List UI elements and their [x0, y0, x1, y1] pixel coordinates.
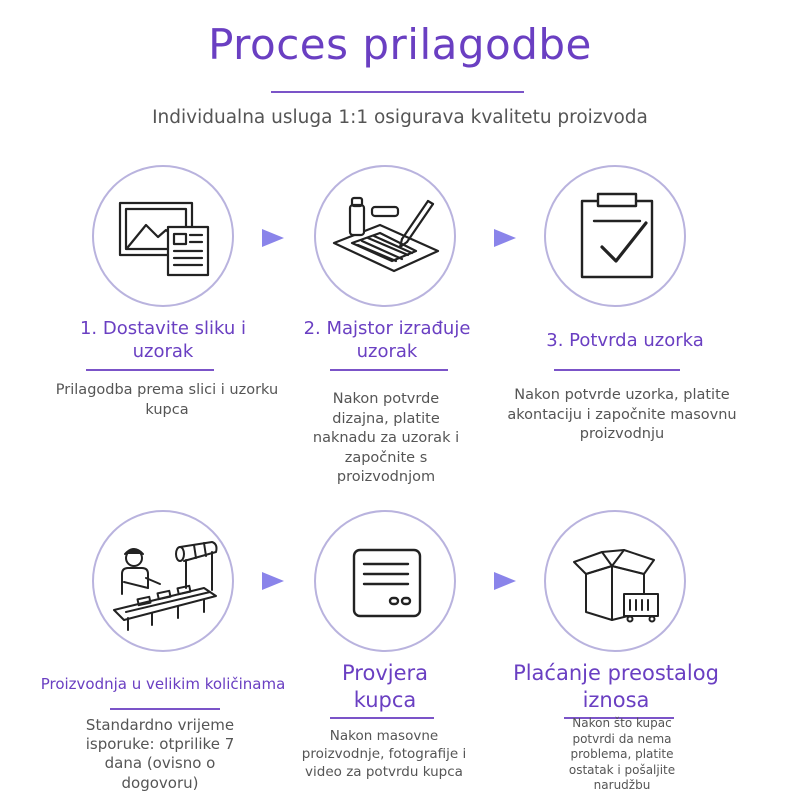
- arrow-5-6: [494, 572, 516, 590]
- arrow-4-5: [262, 572, 284, 590]
- step-2-description: Nakon potvrde dizajna, platite naknadu z…: [312, 391, 460, 486]
- step-4-circle: [92, 510, 234, 652]
- step-4-title: Proizvodnja u velikim količinama: [40, 675, 286, 693]
- step-4-title-underline: [110, 708, 220, 710]
- arrow-2-3: [494, 229, 516, 247]
- drafting-tools-icon: [332, 196, 440, 273]
- step-5-title: Provjera kupca: [342, 661, 428, 713]
- step-3-circle: [544, 165, 686, 307]
- step-1-circle: [92, 165, 234, 307]
- page-title: Proces prilagodbe: [208, 20, 592, 69]
- step-2-circle: [314, 165, 456, 307]
- open-box-icon: [573, 549, 659, 623]
- inspection-card-icon: [352, 548, 422, 618]
- step-1-title-underline: [86, 369, 214, 371]
- step-3-description: Nakon potvrde uzorka, platite akontaciju…: [507, 387, 737, 443]
- image-document-icon: [118, 201, 210, 277]
- step-6-title-underline: [564, 717, 674, 719]
- arrow-1-2: [262, 229, 284, 247]
- step-5-circle: [314, 510, 456, 652]
- step-2-title: 2. Majstor izrađuje uzorak: [303, 318, 471, 363]
- page-subtitle: Individualna usluga 1:1 osigurava kvalit…: [152, 107, 648, 128]
- step-3-title: 3. Potvrda uzorka: [546, 330, 704, 351]
- step-4-description: Standardno vrijeme isporuke: otprilike 7…: [85, 716, 235, 792]
- step-5-title-underline: [330, 717, 434, 719]
- clipboard-check-icon: [580, 192, 654, 279]
- step-3-title-underline: [554, 369, 680, 371]
- step-5-description: Nakon masovne proizvodnje, fotografije i…: [301, 728, 467, 781]
- assembly-line-worker-icon: [113, 541, 218, 631]
- step-2-title-underline: [330, 369, 448, 371]
- step-6-title: Plaćanje preostalog iznosa: [513, 661, 719, 713]
- step-1-description: Prilagodba prema slici i uzorku kupca: [55, 382, 279, 418]
- title-underline: [271, 91, 524, 93]
- step-1-title: 1. Dostavite sliku i uzorak: [79, 318, 247, 363]
- step-6-description: Nakon što kupac potvrdi da nema problema…: [568, 716, 676, 793]
- step-6-circle: [544, 510, 686, 652]
